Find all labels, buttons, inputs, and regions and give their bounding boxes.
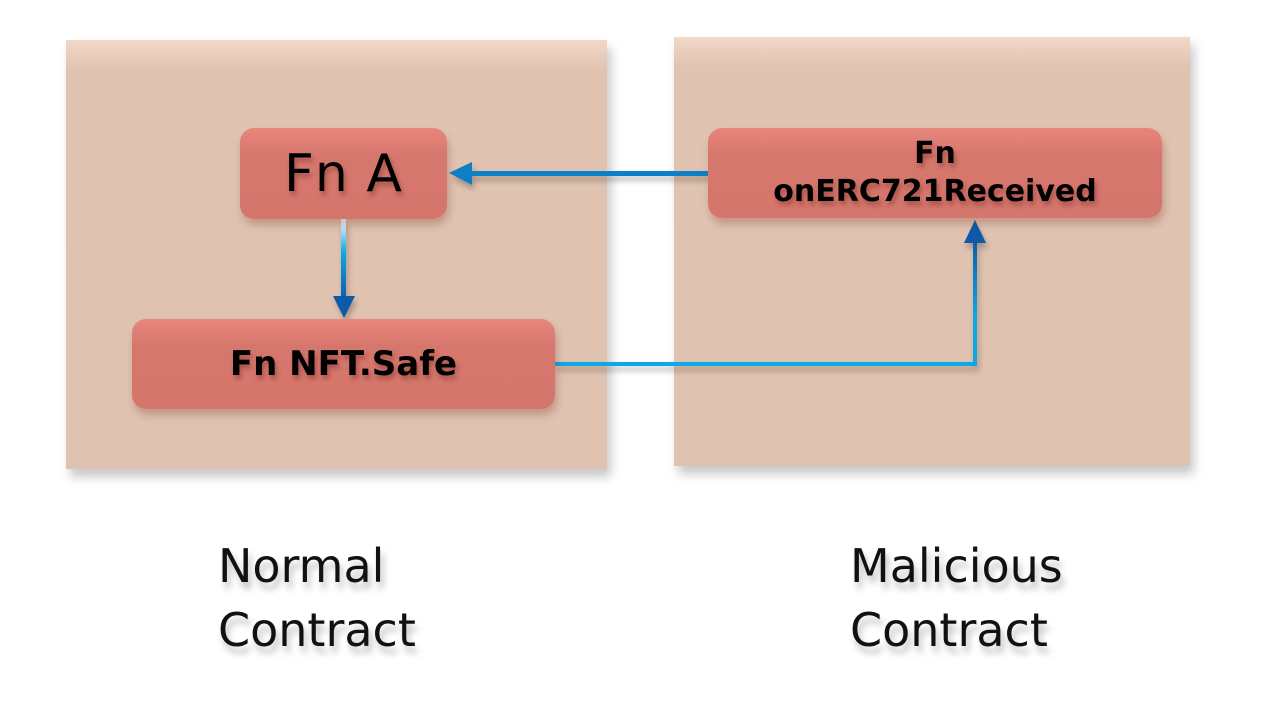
malicious-contract-label: Malicious Contract — [850, 534, 1063, 662]
function-fn-nft-safe-label: Fn NFT.Safe — [229, 344, 458, 384]
function-fn-a-label: Fn A — [284, 143, 403, 204]
function-on-erc721-received-line-2: onERC721Received — [773, 174, 1097, 209]
normal-contract-label-line-1: Normal — [218, 539, 385, 593]
normal-contract-label: Normal Contract — [218, 534, 416, 662]
malicious-contract-label-line-2: Contract — [850, 603, 1048, 657]
function-fn-nft-safe: Fn NFT.Safe — [132, 319, 555, 409]
malicious-contract-label-line-1: Malicious — [850, 539, 1063, 593]
function-fn-a: Fn A — [240, 128, 447, 219]
function-on-erc721-received-line-1: Fn — [914, 136, 956, 171]
malicious-contract-box — [674, 37, 1190, 466]
function-on-erc721-received: Fn onERC721Received — [708, 128, 1162, 218]
normal-contract-label-line-2: Contract — [218, 603, 416, 657]
